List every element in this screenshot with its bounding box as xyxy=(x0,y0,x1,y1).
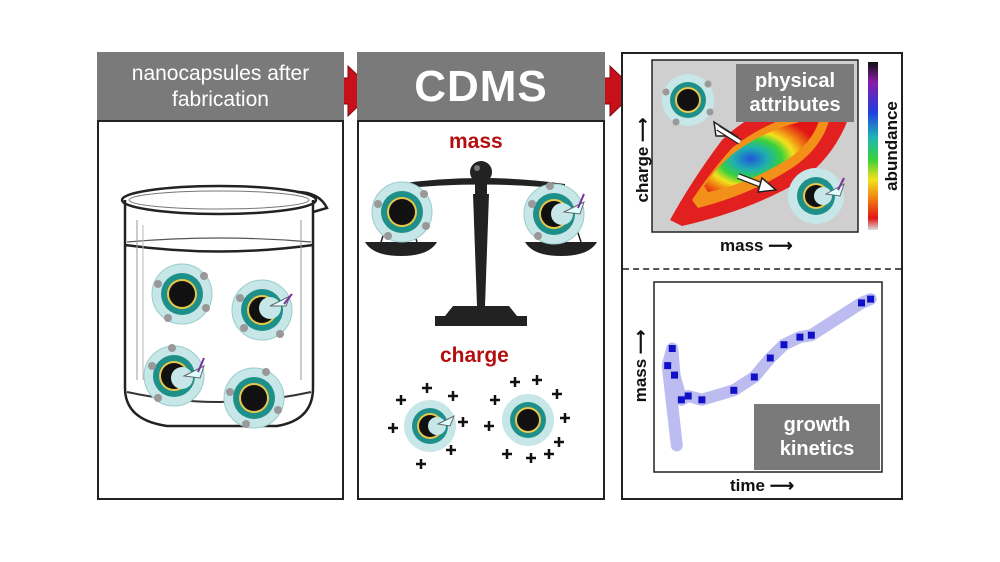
heatmap-pointer-arrows xyxy=(713,120,778,193)
beaker-illustration xyxy=(120,184,329,428)
heatmap-ylabel-text: charge xyxy=(633,146,652,203)
kinetics-point-6 xyxy=(730,386,738,394)
fabrication-header: nanocapsules after fabrication xyxy=(97,52,344,122)
kinetics-ylabel: mass ⟶ xyxy=(631,329,650,403)
heatmap-xlabel-text: mass xyxy=(720,236,764,255)
heatmap-capsule-full xyxy=(662,74,714,126)
kinetics-point-2 xyxy=(671,371,679,379)
fabrication-header-line2: fabrication xyxy=(172,88,269,111)
heatmap-xlabel: mass ⟶ xyxy=(720,236,793,255)
kinetics-xlabel: time ⟶ xyxy=(730,476,795,495)
abundance-colorbar xyxy=(868,62,878,230)
heatmap-ylabel: charge ⟶ xyxy=(633,117,652,203)
kinetics-point-3 xyxy=(677,396,685,404)
capsule-partial-2 xyxy=(143,344,205,407)
kinetics-point-9 xyxy=(780,341,788,349)
charge-label: charge xyxy=(440,344,509,367)
growth-kinetics-line2: kinetics xyxy=(779,438,855,460)
kinetics-xlabel-text: time xyxy=(730,476,765,495)
capsule-full-2 xyxy=(223,367,285,429)
kinetics-ylabel-text: mass xyxy=(631,358,650,403)
physical-attributes-box: physical attributes xyxy=(736,64,854,122)
capsule-partial-1 xyxy=(231,279,293,341)
panel-divider xyxy=(623,268,901,270)
charged-capsule-full xyxy=(484,375,570,463)
cdms-header: CDMS xyxy=(357,52,605,122)
scale-capsule-partial xyxy=(523,182,585,245)
mass-label: mass xyxy=(449,130,503,153)
abundance-label: abundance xyxy=(882,101,901,191)
kinetics-point-11 xyxy=(807,331,815,339)
scale-capsule-full xyxy=(371,181,433,243)
growth-kinetics-line1: growth xyxy=(783,414,851,436)
kinetics-point-12 xyxy=(857,299,865,307)
kinetics-point-1 xyxy=(668,345,676,352)
kinetics-point-8 xyxy=(766,354,774,362)
kinetics-point-5 xyxy=(698,396,706,404)
fabrication-header-line1: nanocapsules after xyxy=(131,62,310,85)
kinetics-point-13 xyxy=(867,295,875,303)
capsule-full-1 xyxy=(151,263,213,325)
kinetics-point-7 xyxy=(750,373,758,381)
heatmap-capsule-partial xyxy=(788,168,845,224)
physical-attributes-line1: physical xyxy=(754,70,836,92)
physical-attributes-line2: attributes xyxy=(749,94,841,116)
kinetics-point-10 xyxy=(796,333,804,341)
kinetics-point-0 xyxy=(664,362,672,370)
kinetics-point-4 xyxy=(684,392,692,400)
charged-capsule-partial xyxy=(388,383,468,469)
growth-kinetics-box: growth kinetics xyxy=(754,404,880,470)
